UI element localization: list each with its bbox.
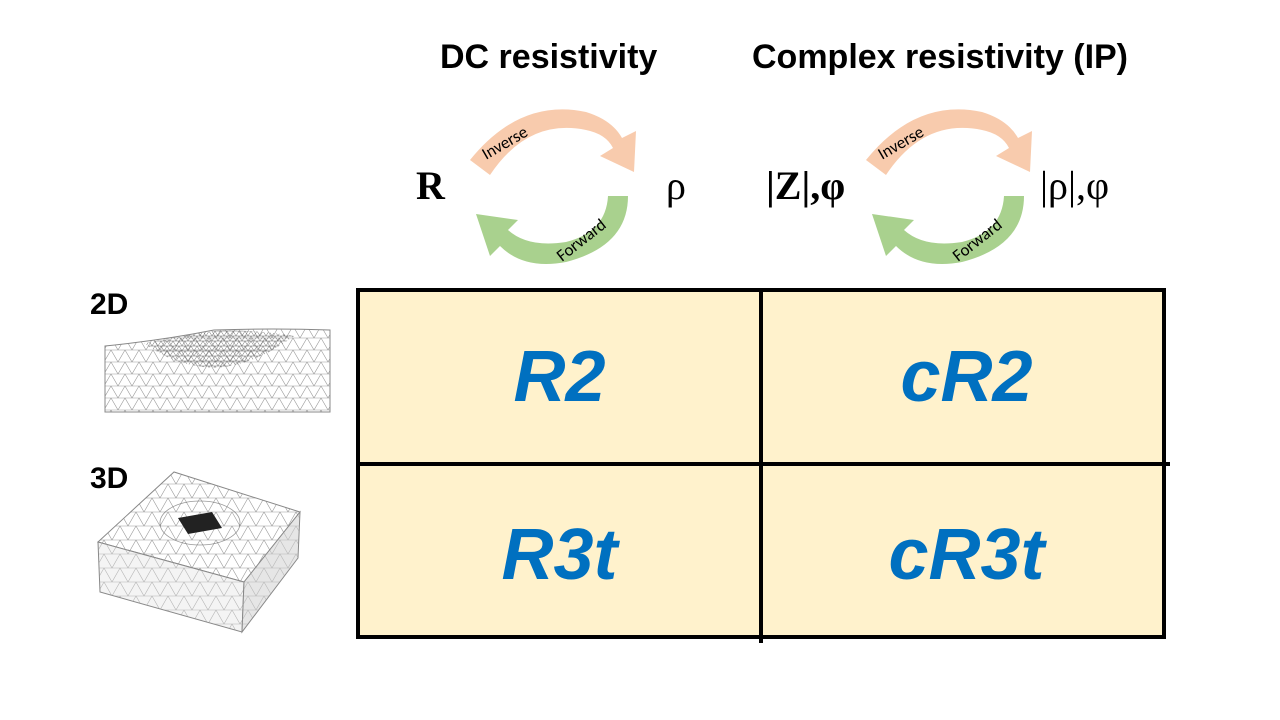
cx-forward-arrow: Forward (872, 196, 1024, 266)
cr3t-cell: cR3t (888, 514, 1045, 595)
r3t-cell: R3t (360, 466, 763, 643)
3d-mesh-image (96, 471, 301, 634)
3d-label: 3D (90, 462, 129, 495)
inverse-forward-arrows: Inverse Forward Inverse Forward (470, 109, 1032, 266)
dc-inverse-arrow: Inverse (470, 109, 636, 175)
r2-cell: R2 (360, 292, 763, 466)
cr2-cell: cR2 (763, 292, 1170, 466)
resistance-symbol: R (416, 163, 445, 208)
2d-label: 2D (90, 288, 129, 321)
impedance-phase-symbol: |Z|,φ (766, 163, 846, 208)
cx-inverse-arrow: Inverse (866, 109, 1032, 175)
2d-mesh-image (104, 328, 331, 413)
code-table: R2 cR2 R3t cR3t (356, 288, 1170, 643)
complex-resistivity-phase-symbol: |ρ|,φ (1040, 163, 1110, 208)
resistivity-symbol: ρ (666, 163, 686, 208)
complex-resistivity-heading: Complex resistivity (IP) (752, 38, 1129, 76)
dc-forward-arrow: Forward (476, 196, 628, 266)
dc-resistivity-heading: DC resistivity (440, 38, 658, 76)
